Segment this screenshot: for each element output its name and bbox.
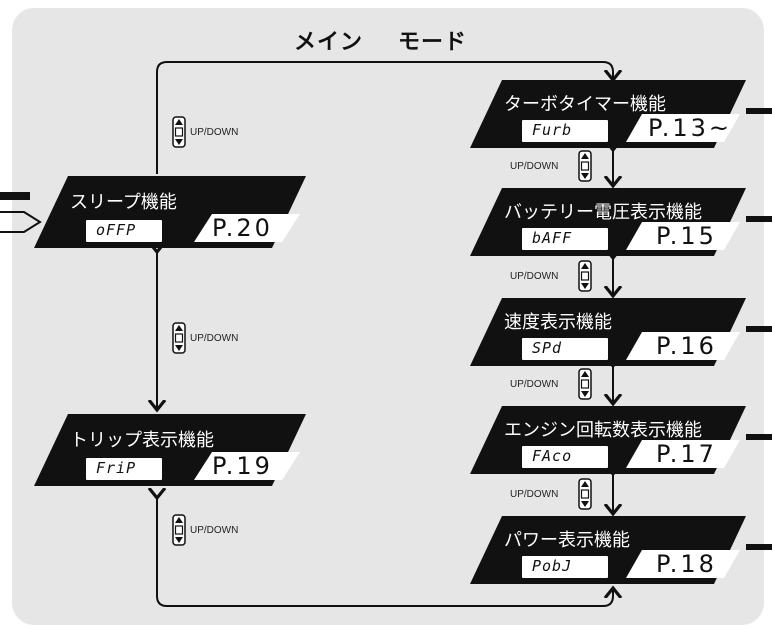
mode-name-turbo: ターボタイマー機能 — [504, 94, 666, 115]
mode-name-sleep: スリープ機能 — [70, 192, 177, 213]
page-ref-trip: P.19 — [212, 452, 273, 480]
title-mode: モード — [398, 30, 468, 55]
lcd-trip: FriP — [86, 458, 162, 480]
lcd-text-battery: bAFF — [532, 229, 573, 247]
lcd-turbo: Furb — [522, 120, 608, 142]
entry-arrow-icon — [0, 211, 42, 233]
updown-label: UP/DOWN — [190, 525, 239, 536]
page-ref-turbo: P.13~ — [648, 114, 733, 142]
lcd-speed: SPd — [522, 338, 608, 360]
mode-name-power: パワー表示機能 — [504, 530, 630, 551]
mode-block-engine: エンジン回転数表示機能 FAco P.17 — [470, 406, 746, 474]
lcd-text-power: PobJ — [532, 557, 573, 575]
page-ref-power: P.18 — [656, 550, 717, 578]
updown-label: UP/DOWN — [510, 161, 559, 172]
mode-name-battery: バッテリー電圧表示機能 — [504, 202, 702, 223]
up-down-button-icon — [172, 322, 186, 354]
page-ref-speed: P.16 — [656, 332, 717, 360]
mode-block-sleep: スリープ機能 oFFP P.20 — [34, 176, 306, 248]
page-ref-sleep: P.20 — [212, 214, 273, 242]
up-down-button-icon — [172, 514, 186, 546]
up-down-button-icon — [578, 260, 592, 292]
mode-block-battery: バッテリー電圧表示機能 bAFF P.15 — [470, 188, 746, 256]
top-loop-arrow-icon — [156, 61, 613, 174]
updown-label: UP/DOWN — [190, 127, 239, 138]
updown-label: UP/DOWN — [510, 379, 559, 390]
up-down-button-icon — [578, 368, 592, 400]
up-down-button-icon — [578, 150, 592, 182]
mode-block-turbo: ターボタイマー機能 Furb P.13~ — [470, 80, 746, 148]
up-down-button-icon — [578, 478, 592, 510]
updown-battery-speed: UP/DOWN — [510, 260, 600, 292]
bottom-loop-arrow-icon — [157, 498, 613, 607]
updown-trip-bottom: UP/DOWN — [172, 514, 262, 546]
updown-speed-engine: UP/DOWN — [510, 368, 600, 400]
updown-label: UP/DOWN — [510, 489, 559, 500]
side-marker-engine — [746, 434, 772, 440]
updown-label: UP/DOWN — [510, 271, 559, 282]
title-main: メイン — [294, 30, 364, 55]
side-marker-speed — [746, 326, 772, 332]
mode-name-speed: 速度表示機能 — [504, 312, 612, 333]
updown-engine-power: UP/DOWN — [510, 478, 600, 510]
lcd-text-engine: FAco — [532, 447, 573, 465]
page-ref-engine: P.17 — [656, 440, 717, 468]
up-down-button-icon — [172, 116, 186, 148]
lcd-text-trip: FriP — [96, 459, 137, 477]
lcd-power: PobJ — [522, 556, 608, 578]
mode-name-engine: エンジン回転数表示機能 — [504, 420, 702, 441]
page-ref-battery: P.15 — [656, 222, 717, 250]
updown-sleep-top: UP/DOWN — [172, 116, 262, 148]
mode-block-trip: トリップ表示機能 FriP P.19 — [34, 414, 306, 486]
lcd-battery: bAFF — [522, 228, 608, 250]
lcd-engine: FAco — [522, 446, 608, 468]
lcd-sleep: oFFP — [86, 220, 162, 242]
updown-sleep-trip: UP/DOWN — [172, 322, 262, 354]
lcd-text-speed: SPd — [532, 339, 563, 357]
updown-turbo-battery: UP/DOWN — [510, 150, 600, 182]
mode-block-power: パワー表示機能 PobJ P.18 — [470, 516, 746, 584]
mode-block-speed: 速度表示機能 SPd P.16 — [470, 298, 746, 366]
lcd-text-sleep: oFFP — [96, 221, 137, 239]
lcd-text-turbo: Furb — [532, 121, 573, 139]
mode-name-trip: トリップ表示機能 — [70, 430, 214, 451]
updown-label: UP/DOWN — [190, 333, 239, 344]
side-marker-battery — [746, 216, 772, 222]
side-marker-turbo — [746, 108, 772, 114]
entry-bar-icon — [0, 192, 30, 200]
side-marker-power — [746, 544, 772, 550]
